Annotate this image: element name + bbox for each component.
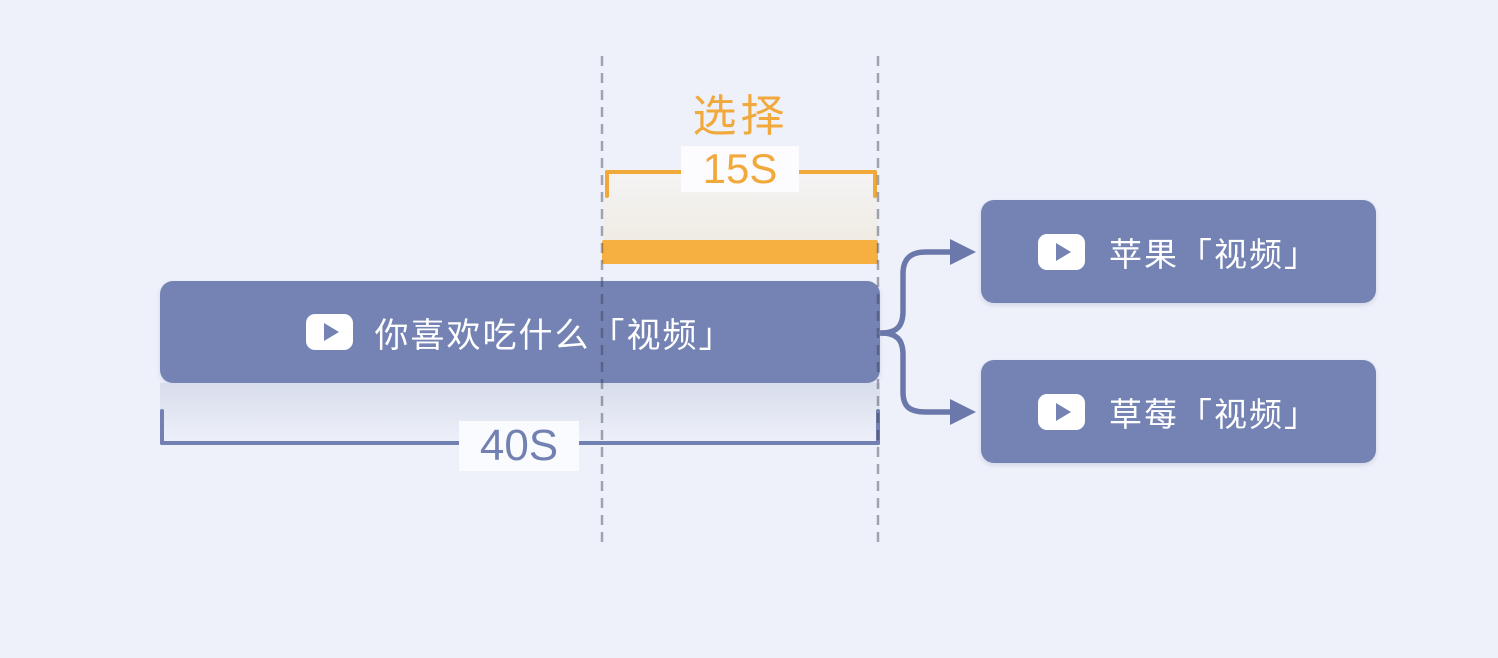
selection-duration-bracket-tick-left <box>605 170 609 198</box>
total-duration-bracket-tick-left <box>160 409 164 445</box>
arrowhead-bottom-icon <box>950 399 976 425</box>
play-triangle-icon <box>323 323 339 341</box>
branch-node-apple[interactable]: 苹果「视频」 <box>981 200 1376 303</box>
branch-node-strawberry[interactable]: 草莓「视频」 <box>981 360 1376 463</box>
selection-label: 选择 <box>692 92 789 141</box>
selection-segment-bar <box>602 240 878 264</box>
total-duration-label: 40S <box>479 421 559 470</box>
branch-apple-label: 苹果「视频」 <box>1109 235 1319 273</box>
selection-duration-label: 15S <box>702 145 778 192</box>
branch-strawberry-label: 草莓「视频」 <box>1109 395 1319 433</box>
play-icon <box>1038 393 1085 430</box>
play-icon <box>305 314 353 350</box>
selection-duration-chip: 15S <box>681 146 799 192</box>
branch-arrow-top <box>878 249 953 336</box>
arrowhead-top-icon <box>950 239 976 265</box>
main-video-node[interactable]: 你喜欢吃什么「视频」 <box>160 281 880 383</box>
play-triangle-icon <box>1056 402 1071 421</box>
total-duration-bracket-tick-right <box>876 409 880 445</box>
branch-arrow-bottom <box>878 330 953 415</box>
main-video-label: 你喜欢吃什么「视频」 <box>374 316 735 355</box>
selection-duration-bracket-tick-right <box>873 170 877 198</box>
total-duration-chip: 40S <box>459 421 579 471</box>
play-icon <box>1038 233 1085 270</box>
play-triangle-icon <box>1056 242 1071 261</box>
